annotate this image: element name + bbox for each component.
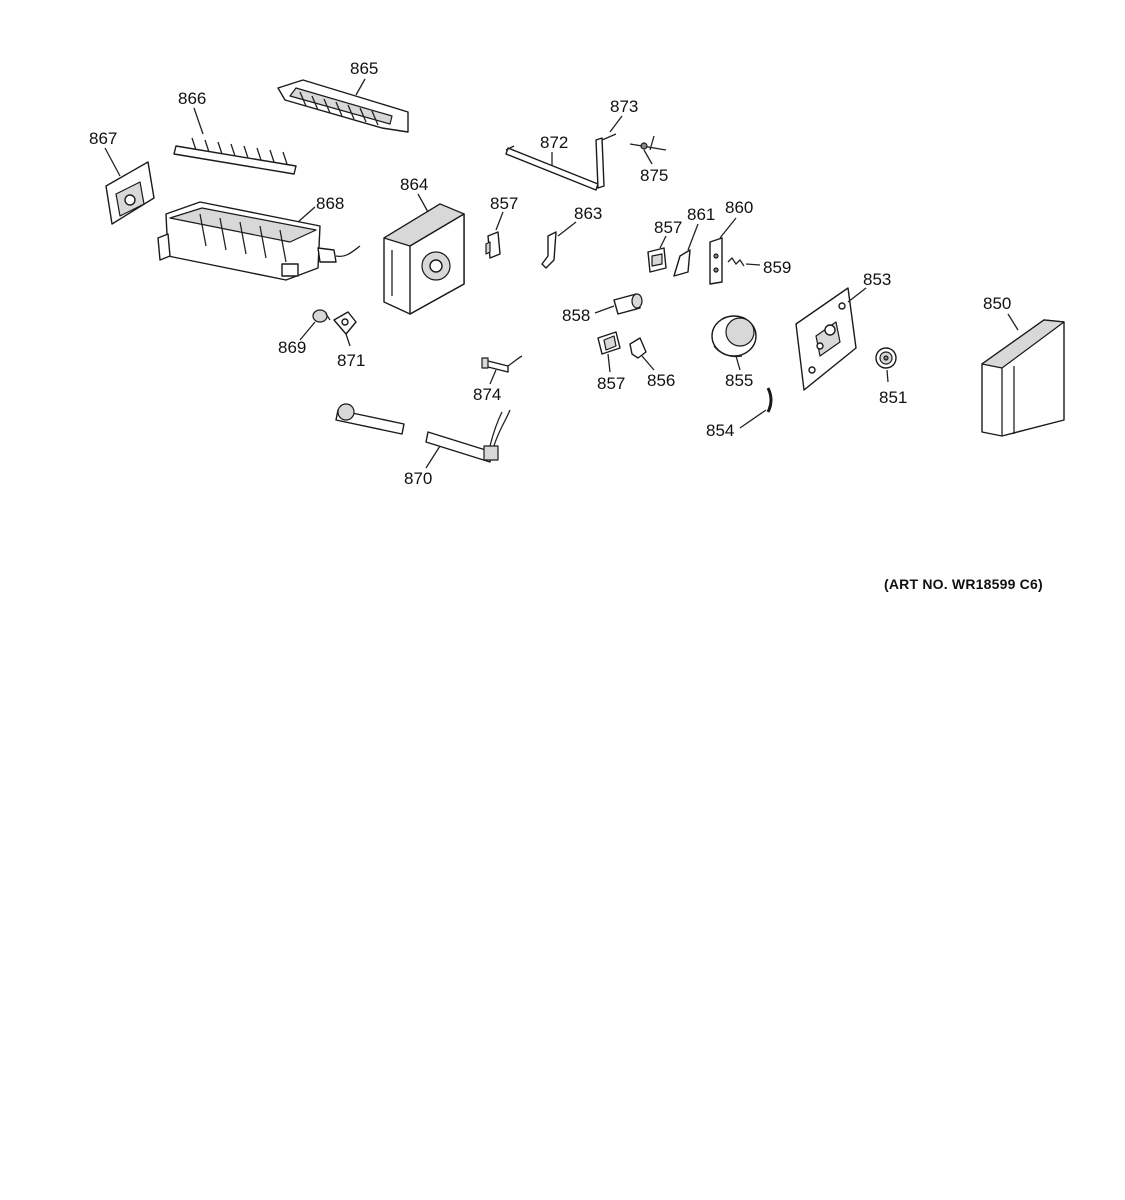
leader-857c: [607, 353, 611, 373]
part-870-drawing: [335, 403, 511, 463]
label-855: 855: [725, 371, 753, 390]
label-851: 851: [879, 388, 907, 407]
leader-866: [193, 107, 204, 135]
leader-854: [739, 409, 767, 429]
label-858: 858: [562, 306, 590, 325]
leader-857b: [659, 235, 667, 249]
label-873: 873: [610, 97, 638, 116]
part-871-drawing: [333, 311, 357, 335]
part-867-drawing: [105, 161, 155, 225]
label-853: 853: [863, 270, 891, 289]
label-865: 865: [350, 59, 378, 78]
label-863: 863: [574, 204, 602, 223]
label-854: 854: [706, 421, 734, 440]
leader-865: [355, 78, 366, 96]
leader-869: [299, 321, 316, 341]
part-868-drawing: [157, 201, 361, 281]
art-number-note: (ART NO. WR18599 C6): [884, 576, 1043, 592]
leader-853: [847, 287, 867, 303]
label-859: 859: [763, 258, 791, 277]
leader-855: [735, 355, 741, 371]
leader-857a: [495, 211, 504, 231]
leader-858: [594, 305, 615, 314]
label-864: 864: [400, 175, 428, 194]
label-868: 868: [316, 194, 344, 213]
label-869: 869: [278, 338, 306, 357]
part-857b-drawing: [647, 247, 667, 273]
label-860: 860: [725, 198, 753, 217]
leader-861: [687, 223, 699, 251]
leader-863: [557, 221, 577, 237]
leader-875: [643, 149, 653, 165]
leader-851: [886, 369, 889, 383]
part-874-drawing: [481, 355, 523, 373]
label-857-middle: 857: [654, 218, 682, 237]
leader-859: [745, 263, 761, 266]
part-851-drawing: [875, 347, 897, 369]
leader-870: [425, 445, 441, 469]
part-863-drawing: [541, 231, 557, 269]
part-860-drawing: [709, 237, 723, 285]
part-864-drawing: [383, 203, 465, 315]
label-874: 874: [473, 385, 501, 404]
part-875-drawing: [629, 135, 667, 151]
part-869-drawing: [312, 309, 331, 323]
leader-860: [719, 217, 737, 239]
part-873-drawing: [595, 133, 617, 189]
leader-864: [417, 193, 429, 213]
part-853-drawing: [795, 287, 857, 391]
label-871: 871: [337, 351, 365, 370]
leader-850: [1007, 313, 1019, 331]
part-850-drawing: [981, 319, 1065, 437]
label-870: 870: [404, 469, 432, 488]
part-857c-drawing: [597, 331, 621, 355]
part-854-drawing: [766, 387, 773, 413]
part-861-drawing: [673, 249, 691, 277]
leader-871: [345, 333, 351, 347]
part-855-drawing: [711, 315, 757, 358]
part-866-drawing: [173, 137, 297, 175]
label-857-upper: 857: [490, 194, 518, 213]
leader-874: [489, 369, 497, 385]
label-857-lower: 857: [597, 374, 625, 393]
leader-867: [104, 147, 121, 177]
label-875: 875: [640, 166, 668, 185]
label-856: 856: [647, 371, 675, 390]
label-867: 867: [89, 129, 117, 148]
part-859-drawing: [727, 256, 745, 267]
part-865-drawing: [277, 79, 409, 133]
part-857a-drawing: [485, 231, 501, 259]
label-850: 850: [983, 294, 1011, 313]
part-856-drawing: [629, 337, 647, 359]
leader-856: [641, 355, 655, 371]
part-858-drawing: [613, 293, 643, 315]
part-872-drawing: [505, 145, 599, 191]
leader-873: [609, 115, 623, 133]
label-866: 866: [178, 89, 206, 108]
label-872: 872: [540, 133, 568, 152]
leader-868: [297, 206, 316, 223]
label-861: 861: [687, 205, 715, 224]
